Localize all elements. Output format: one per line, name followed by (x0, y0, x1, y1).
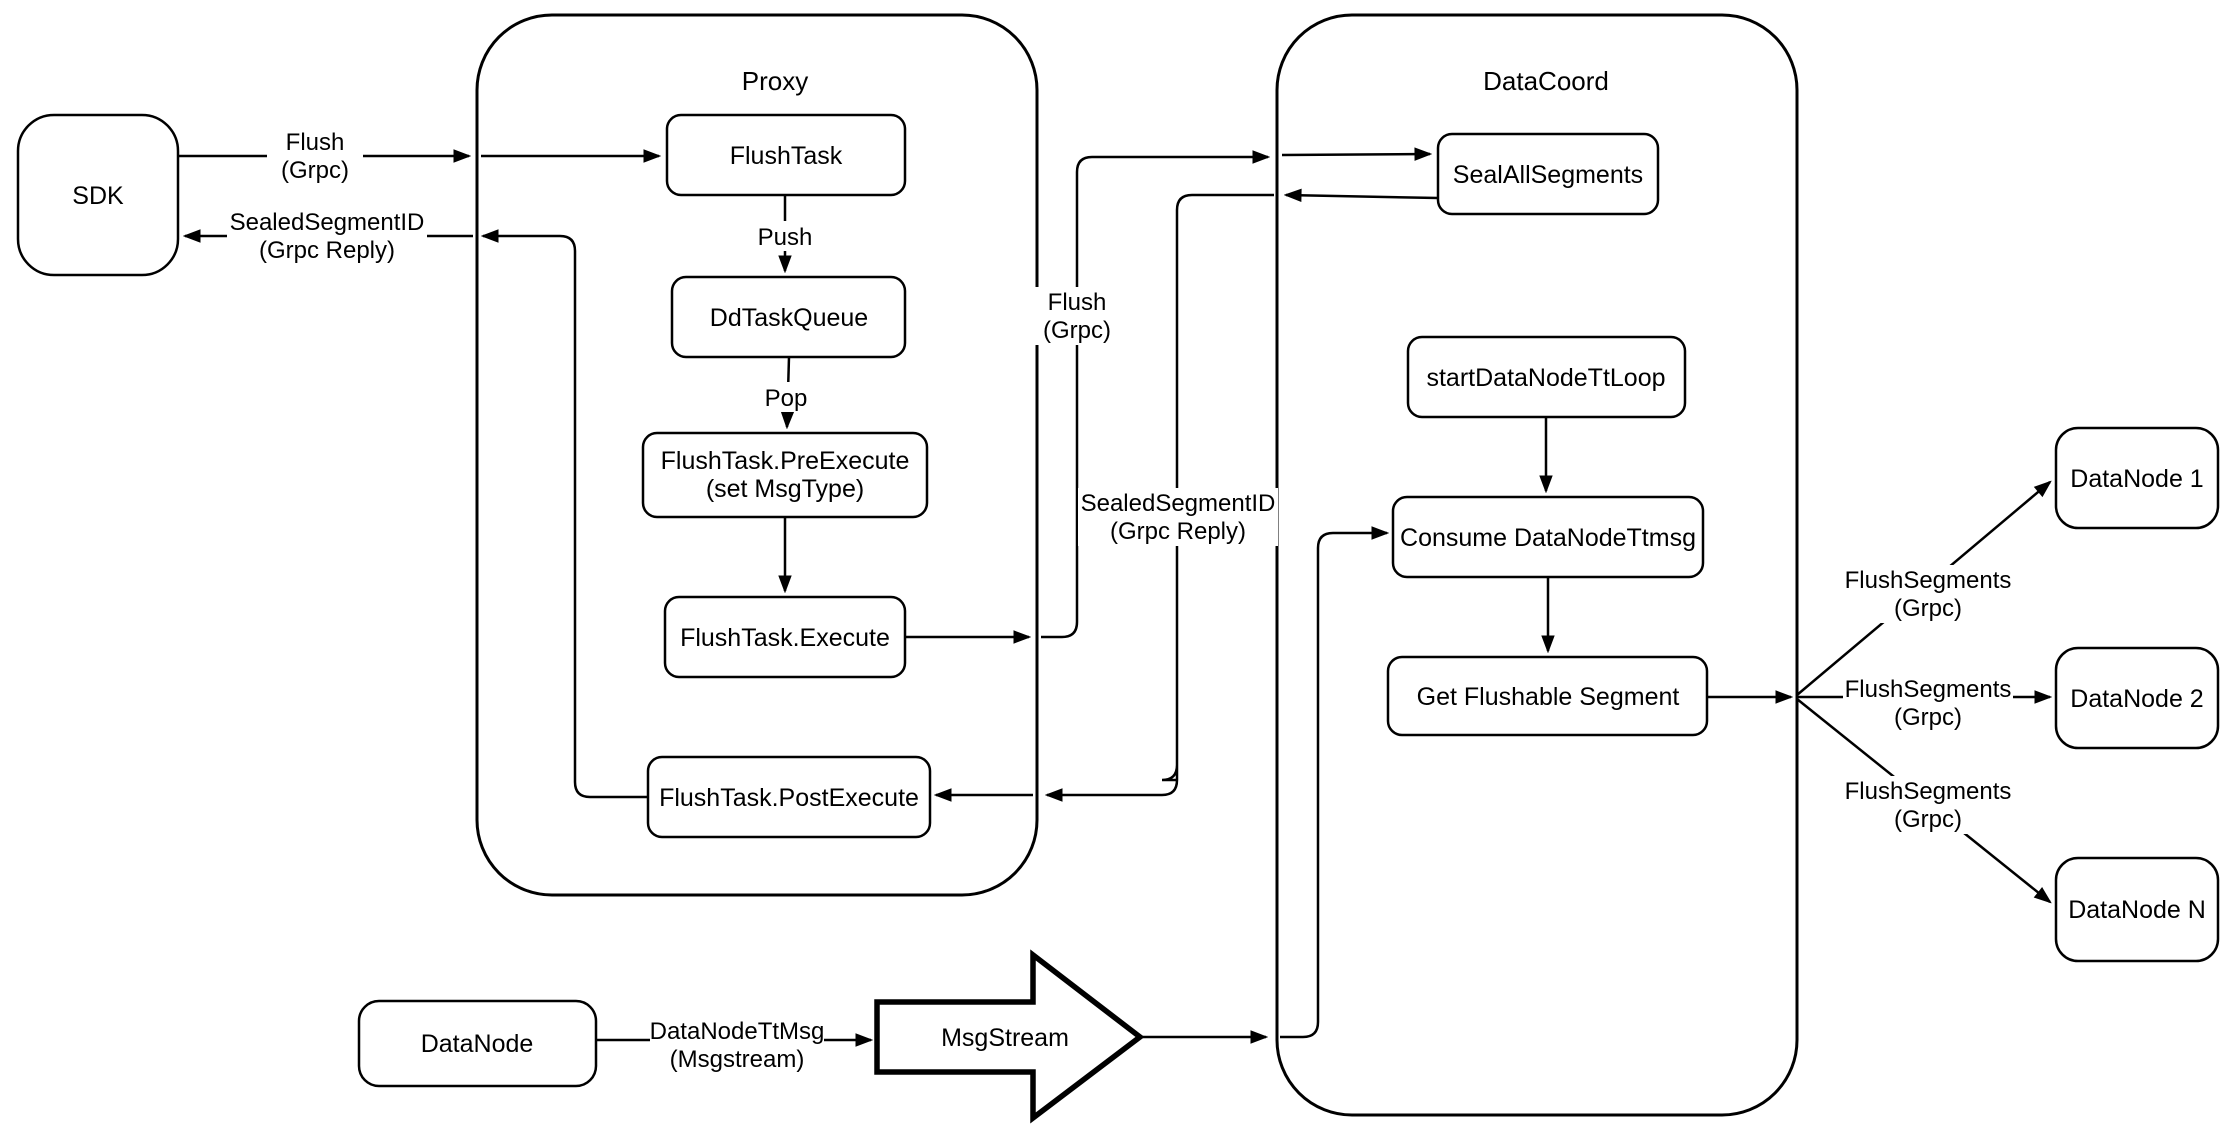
datanode2-label: DataNode 2 (2070, 685, 2203, 713)
getflushablesegment-box (1386, 655, 1709, 737)
datanoden-box (2054, 856, 2220, 963)
node-flushtask: FlushTask (665, 113, 907, 197)
preexecute-label-line2: (set MsgType) (706, 475, 864, 503)
edge-label-flush-line1: Flush (286, 129, 345, 156)
getflushablesegment-label: Get Flushable Segment (1417, 683, 1680, 711)
sdk-label: SDK (72, 182, 124, 210)
node-startdatanodettloop: startDataNodeTtLoop (1406, 335, 1687, 419)
edge-label-sealedid-line1: SealedSegmentID (230, 209, 425, 236)
label-bg-flush-sdk (267, 128, 363, 184)
node-getflushablesegment: Get Flushable Segment (1386, 655, 1709, 737)
edge-label-flushsegments1-line2: (Grpc) (1894, 595, 1962, 622)
edge-label-flush-mid-line1: Flush (1048, 289, 1107, 316)
node-ddtaskqueue: DdTaskQueue (670, 275, 907, 359)
datanode-source-label: DataNode (421, 1030, 534, 1058)
edge-label-flush-mid-line2: (Grpc) (1043, 317, 1111, 344)
edge-label-sealed-mid-line2: (Grpc Reply) (1110, 518, 1246, 545)
node-preexecute: FlushTask.PreExecute (set MsgType) (641, 431, 929, 519)
flushtask-box (665, 113, 907, 197)
label-bg-flush-mid (1029, 287, 1125, 345)
postexecute-box (646, 755, 932, 839)
datanoden-label: DataNode N (2068, 896, 2206, 924)
label-bg-pop (763, 382, 809, 412)
execute-box (663, 595, 907, 679)
edge-postexecute-to-proxy-edge (483, 236, 648, 799)
edge-sealallsegments-to-datacoord-edge (1286, 195, 1439, 198)
execute-label: FlushTask.Execute (680, 624, 890, 652)
node-postexecute: FlushTask.PostExecute (646, 755, 932, 839)
sealallsegments-box (1436, 132, 1660, 216)
label-bg-datanodettmsg (650, 1016, 824, 1074)
node-datanode1: DataNode 1 (2054, 426, 2220, 530)
label-bg-flushsegments1 (1843, 565, 2013, 623)
label-bg-sealed-sdk (227, 208, 427, 266)
consumedatanodettmsg-label: Consume DataNodeTtmsg (1400, 524, 1696, 552)
startdatanodettloop-label: startDataNodeTtLoop (1426, 364, 1665, 392)
node-datanoden: DataNode N (2054, 856, 2220, 963)
ddtaskqueue-label: DdTaskQueue (710, 304, 868, 332)
node-msgstream: MsgStream (874, 949, 1145, 1124)
edge-label-sealedid-line2: (Grpc Reply) (259, 237, 395, 264)
node-sealallsegments: SealAllSegments (1436, 132, 1660, 216)
edge-label-push: Push (758, 224, 813, 251)
datanode1-box (2054, 426, 2220, 530)
preexecute-box (641, 431, 929, 519)
preexecute-label-line1: FlushTask.PreExecute (661, 447, 910, 475)
node-datanode-source: DataNode (357, 999, 598, 1088)
edge-label-flushsegmentsn-line2: (Grpc) (1894, 806, 1962, 833)
edge-label-datanodettmsg-line2: (Msgstream) (670, 1046, 805, 1073)
label-bg-flushsegments2 (1843, 674, 2013, 732)
sdk-box (16, 113, 180, 277)
postexecute-label: FlushTask.PostExecute (659, 784, 919, 812)
edge-label-sealed-mid-line1: SealedSegmentID (1081, 490, 1276, 517)
label-bg-sealed-mid (1078, 488, 1278, 546)
ddtaskqueue-box (670, 275, 907, 359)
edge-label-pop: Pop (765, 385, 808, 412)
msgstream-label: MsgStream (941, 1024, 1069, 1052)
node-execute: FlushTask.Execute (663, 595, 907, 679)
datanode1-label: DataNode 1 (2070, 465, 2203, 493)
edge-label-flushsegmentsn-line1: FlushSegments (1845, 778, 2012, 805)
node-consumedatanodettmsg: Consume DataNodeTtmsg (1391, 495, 1705, 579)
proxy-title: Proxy (742, 66, 808, 96)
flushtask-label: FlushTask (730, 142, 843, 170)
edge-label-flushsegments2-line1: FlushSegments (1845, 676, 2012, 703)
startdatanodettloop-box (1406, 335, 1687, 419)
sealallsegments-label: SealAllSegments (1453, 161, 1643, 189)
label-bg-push (759, 221, 811, 251)
edge-label-flush-line2: (Grpc) (281, 157, 349, 184)
label-bg-flushsegmentsn (1843, 776, 2013, 834)
edge-datacoord-edge-to-sealallsegments (1281, 154, 1430, 155)
datanode2-box (2054, 646, 2220, 750)
node-sdk: SDK (16, 113, 180, 277)
consumedatanodettmsg-box (1391, 495, 1705, 579)
node-datanode2: DataNode 2 (2054, 646, 2220, 750)
datacoord-title: DataCoord (1483, 66, 1609, 96)
msgstream-block-arrow (874, 949, 1145, 1124)
edge-label-flushsegments2-line2: (Grpc) (1894, 704, 1962, 731)
datanode-source-box (357, 999, 598, 1088)
edge-label-flushsegments1-line1: FlushSegments (1845, 567, 2012, 594)
edge-flush-to-datacoord-edge (1041, 157, 1268, 639)
edge-msgstream-to-consume (1280, 533, 1387, 1039)
edge-label-datanodettmsg-line1: DataNodeTtMsg (650, 1018, 825, 1045)
